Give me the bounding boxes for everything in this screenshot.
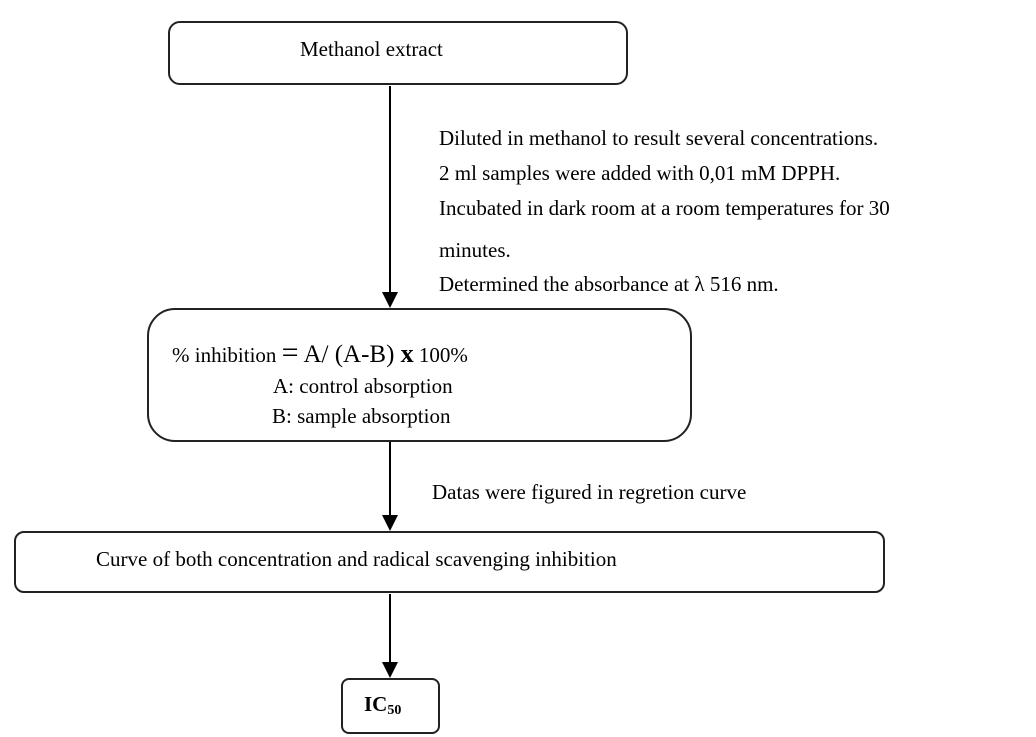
arrowhead-ic50: [382, 662, 398, 678]
step2-note: Datas were figured in regretion curve: [432, 480, 747, 504]
step1-note-line: minutes.: [439, 238, 511, 262]
methanol-extract-label: Methanol extract: [300, 37, 443, 61]
formula-times: x: [400, 339, 414, 368]
ic50-subscript: 50: [387, 703, 402, 718]
curve-label: Curve of both concentration and radical …: [96, 547, 617, 571]
formula-equals: =: [281, 336, 299, 369]
formula-prefix: % inhibition: [172, 343, 282, 367]
step1-note-line: 2 ml samples were added with 0,01 mM DPP…: [439, 161, 841, 185]
ic50-box: [341, 678, 440, 734]
inhibition-formula-box: [147, 308, 692, 442]
step1-note-line: Determined the absorbance at λ 516 nm.: [439, 272, 779, 296]
definition-a: A: control absorption: [273, 374, 453, 398]
methanol-extract-box: [168, 21, 628, 85]
arrowhead-curve: [382, 515, 398, 531]
formula-suffix: 100%: [413, 343, 468, 367]
ic50-label: IC50: [364, 694, 401, 718]
ic50-base: IC: [364, 692, 388, 716]
step1-note-line: Diluted in methanol to result several co…: [439, 126, 879, 150]
definition-b-clip: B: sample absorption: [150, 400, 689, 428]
inhibition-formula: % inhibition = A/ (A-B) x 100%: [172, 338, 468, 368]
definition-b: B: sample absorption: [272, 404, 451, 428]
step1-note-line: Incubated in dark room at a room tempera…: [439, 196, 890, 220]
arrowhead-formula: [382, 292, 398, 308]
formula-expression: A/ (A-B): [298, 341, 401, 368]
curve-box: [14, 531, 885, 593]
